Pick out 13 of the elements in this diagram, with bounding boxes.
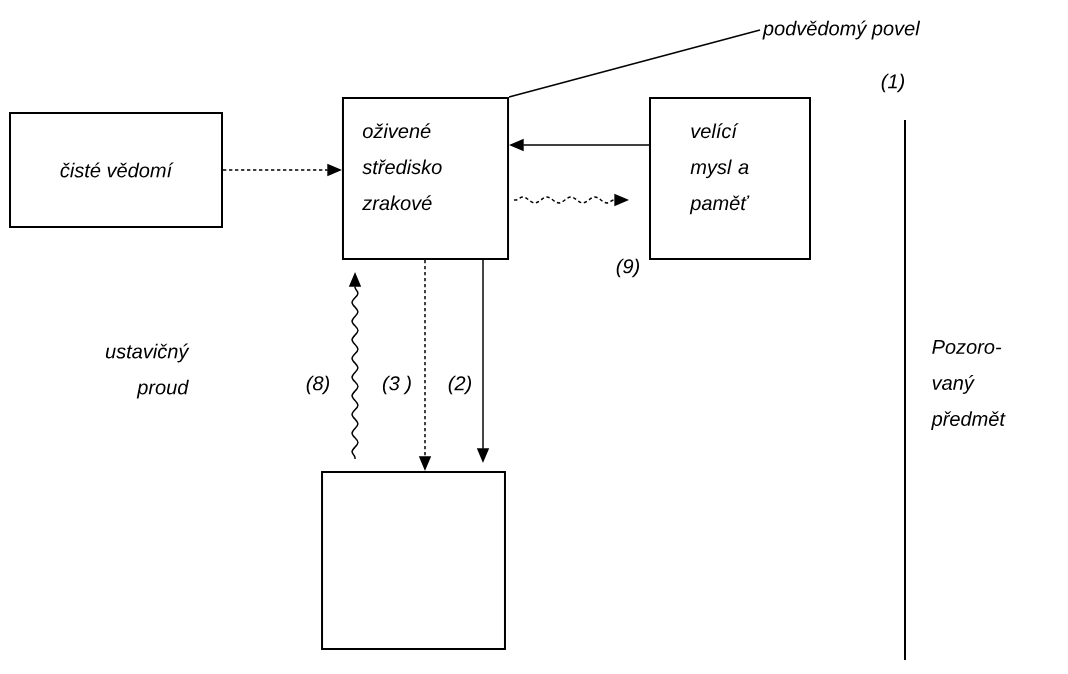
text-label: Pozoro- vaný předmět [931, 340, 1006, 430]
process-box: čisté vědomí [9, 112, 223, 228]
edge-label: (8) [304, 374, 332, 396]
leader-text: podvědomý povel [762, 20, 921, 40]
text-label: ustavičný proud [105, 343, 190, 399]
edge-label: (3 ) [380, 374, 414, 396]
empty-box [321, 470, 506, 651]
edge-label: (2) [446, 374, 474, 396]
text-label: (9) [616, 258, 639, 278]
process-box: oživené středisko zrakové [341, 96, 510, 261]
process-box: velící mysl a paměť [649, 96, 811, 261]
text-label: (1) [881, 73, 904, 93]
leader-line [508, 29, 761, 98]
